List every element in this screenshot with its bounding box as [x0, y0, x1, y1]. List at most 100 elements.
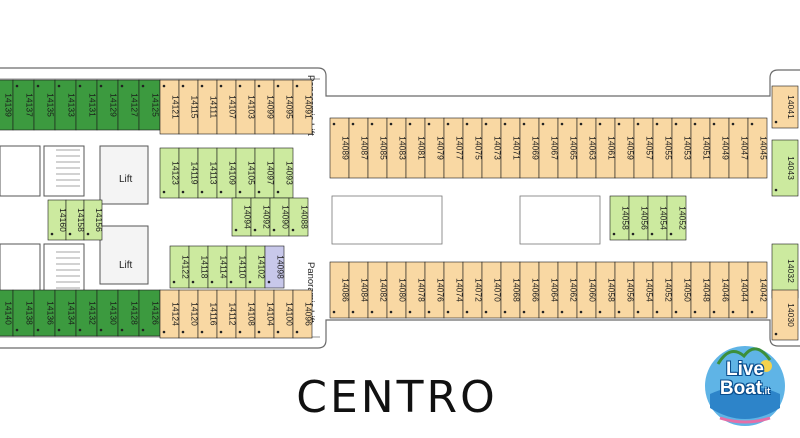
cabin-14081[interactable]: 14081	[405, 117, 427, 179]
cabin-14056[interactable]: 14056	[628, 195, 650, 241]
cabin-14121[interactable]: 14121	[159, 79, 181, 135]
cabin-14138[interactable]: 14138	[12, 289, 35, 337]
cabin-14119[interactable]: 14119	[178, 147, 200, 199]
cabin-box[interactable]	[771, 139, 799, 197]
cabin-14070[interactable]: 14070	[481, 261, 503, 319]
cabin-14052[interactable]: 14052	[652, 261, 674, 319]
cabin-14078[interactable]: 14078	[405, 261, 427, 319]
cabin-14109[interactable]: 14109	[216, 147, 238, 199]
cabin-14050[interactable]: 14050	[671, 261, 693, 319]
cabin-14069[interactable]: 14069	[519, 117, 541, 179]
cabin-14098[interactable]: 14098	[264, 245, 286, 289]
cabin-14136[interactable]: 14136	[33, 289, 56, 337]
cabin-14118[interactable]: 14118	[188, 245, 210, 289]
cabin-14074[interactable]: 14074	[443, 261, 465, 319]
cabin-14049[interactable]: 14049	[709, 117, 731, 179]
cabin-box[interactable]	[264, 245, 285, 289]
cabin-14099[interactable]: 14099	[254, 79, 276, 135]
cabin-14084[interactable]: 14084	[348, 261, 370, 319]
cabin-14134[interactable]: 14134	[54, 289, 77, 337]
cabin-14132[interactable]: 14132	[75, 289, 98, 337]
cabin-box[interactable]	[83, 199, 103, 241]
cabin-14123[interactable]: 14123	[159, 147, 181, 199]
cabin-14110[interactable]: 14110	[226, 245, 248, 289]
cabin-14122[interactable]: 14122	[169, 245, 191, 289]
cabin-14096[interactable]: 14096	[292, 289, 314, 339]
cabin-14087[interactable]: 14087	[348, 117, 370, 179]
cabin-14133[interactable]: 14133	[54, 79, 77, 131]
cabin-14114[interactable]: 14114	[207, 245, 229, 289]
cabin-14130[interactable]: 14130	[96, 289, 119, 337]
cabin-14075[interactable]: 14075	[462, 117, 484, 179]
cabin-box[interactable]	[771, 289, 799, 341]
cabin-14053[interactable]: 14053	[671, 117, 693, 179]
cabin-14058[interactable]: 14058	[609, 195, 631, 241]
cabin-14100[interactable]: 14100	[273, 289, 295, 339]
cabin-14107[interactable]: 14107	[216, 79, 238, 135]
cabin-14052[interactable]: 14052	[666, 195, 688, 241]
cabin-14082[interactable]: 14082	[367, 261, 389, 319]
cabin-14094[interactable]: 14094	[231, 197, 253, 237]
cabin-14126[interactable]: 14126	[138, 289, 161, 337]
cabin-14054[interactable]: 14054	[647, 195, 669, 241]
cabin-14042[interactable]: 14042	[747, 261, 769, 319]
cabin-14105[interactable]: 14105	[235, 147, 257, 199]
cabin-box[interactable]	[747, 261, 768, 319]
cabin-14041[interactable]: 14041	[771, 85, 799, 129]
cabin-14124[interactable]: 14124	[159, 289, 181, 339]
cabin-14120[interactable]: 14120	[178, 289, 200, 339]
cabin-14116[interactable]: 14116	[197, 289, 219, 339]
cabin-14057[interactable]: 14057	[633, 117, 655, 179]
cabin-14102[interactable]: 14102	[245, 245, 267, 289]
cabin-box[interactable]	[747, 117, 768, 179]
cabin-14073[interactable]: 14073	[481, 117, 503, 179]
cabin-14046[interactable]: 14046	[709, 261, 731, 319]
cabin-14067[interactable]: 14067	[538, 117, 560, 179]
cabin-14048[interactable]: 14048	[690, 261, 712, 319]
cabin-14044[interactable]: 14044	[728, 261, 750, 319]
cabin-14088[interactable]: 14088	[288, 197, 310, 237]
cabin-14129[interactable]: 14129	[96, 79, 119, 131]
cabin-14060[interactable]: 14060	[576, 261, 598, 319]
cabin-14066[interactable]: 14066	[519, 261, 541, 319]
cabin-14131[interactable]: 14131	[75, 79, 98, 131]
cabin-14093[interactable]: 14093	[273, 147, 295, 199]
cabin-14077[interactable]: 14077	[443, 117, 465, 179]
cabin-14051[interactable]: 14051	[690, 117, 712, 179]
cabin-14092[interactable]: 14092	[250, 197, 272, 237]
cabin-14140[interactable]: 14140	[0, 289, 14, 337]
cabin-14115[interactable]: 14115	[178, 79, 200, 135]
cabin-14103[interactable]: 14103	[235, 79, 257, 135]
cabin-14128[interactable]: 14128	[117, 289, 140, 337]
cabin-14071[interactable]: 14071	[500, 117, 522, 179]
cabin-14058[interactable]: 14058	[595, 261, 617, 319]
cabin-14063[interactable]: 14063	[576, 117, 598, 179]
cabin-14045[interactable]: 14045	[747, 117, 769, 179]
cabin-14127[interactable]: 14127	[117, 79, 140, 131]
cabin-14072[interactable]: 14072	[462, 261, 484, 319]
cabin-14059[interactable]: 14059	[614, 117, 636, 179]
cabin-14065[interactable]: 14065	[557, 117, 579, 179]
cabin-14137[interactable]: 14137	[12, 79, 35, 131]
cabin-14156[interactable]: 14156	[83, 199, 104, 241]
cabin-14108[interactable]: 14108	[235, 289, 257, 339]
cabin-14113[interactable]: 14113	[197, 147, 219, 199]
cabin-14076[interactable]: 14076	[424, 261, 446, 319]
cabin-14043[interactable]: 14043	[771, 139, 799, 197]
cabin-14080[interactable]: 14080	[386, 261, 408, 319]
cabin-14125[interactable]: 14125	[138, 79, 161, 131]
cabin-box[interactable]	[292, 289, 313, 339]
cabin-14079[interactable]: 14079	[424, 117, 446, 179]
cabin-box[interactable]	[771, 243, 799, 299]
cabin-14055[interactable]: 14055	[652, 117, 674, 179]
cabin-14032[interactable]: 14032	[771, 243, 799, 299]
cabin-14064[interactable]: 14064	[538, 261, 560, 319]
cabin-14104[interactable]: 14104	[254, 289, 276, 339]
cabin-box[interactable]	[292, 79, 313, 135]
cabin-14085[interactable]: 14085	[367, 117, 389, 179]
cabin-14090[interactable]: 14090	[269, 197, 291, 237]
cabin-14056[interactable]: 14056	[614, 261, 636, 319]
cabin-14112[interactable]: 14112	[216, 289, 238, 339]
cabin-box[interactable]	[666, 195, 687, 241]
cabin-14139[interactable]: 14139	[0, 79, 14, 131]
